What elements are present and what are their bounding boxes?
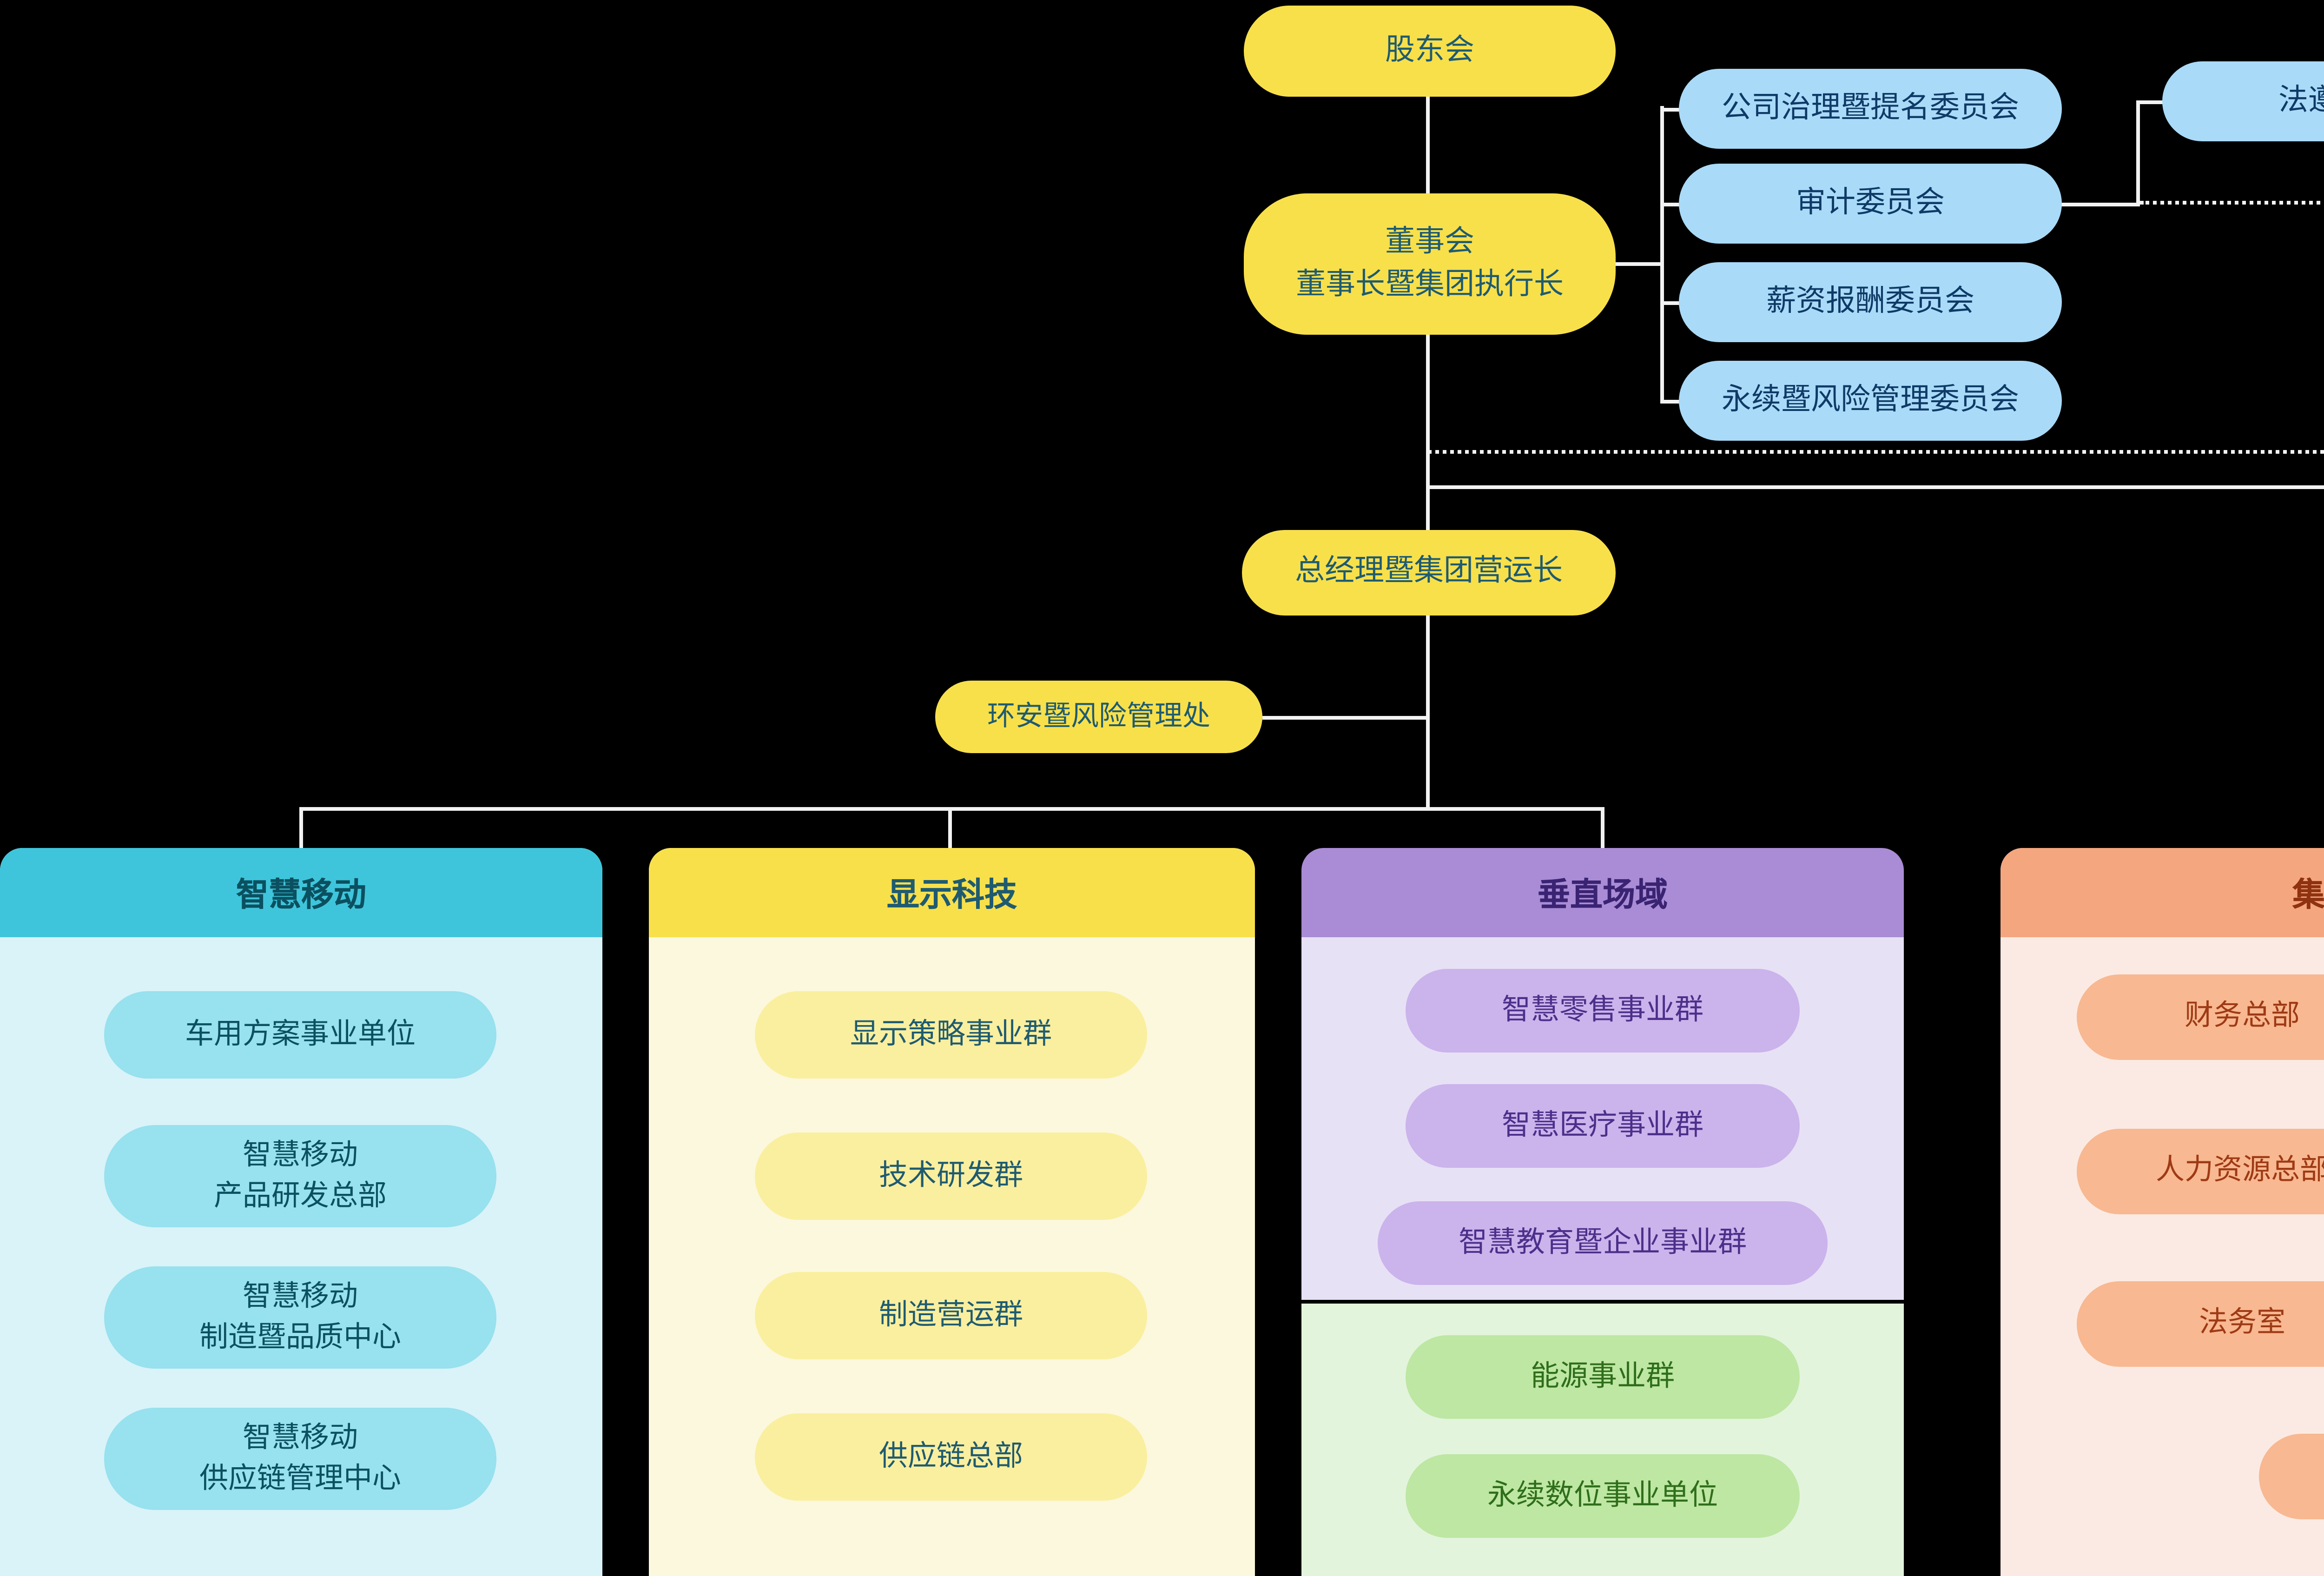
org-unit: 智慧教育暨企业事业群 xyxy=(1378,1201,1828,1285)
node-committee-governance-nomination: 公司治理暨提名委员会 xyxy=(1679,69,2062,149)
node-shareholders-meeting: 股东会 xyxy=(1244,6,1616,97)
node-committee-sustainability-risk: 永续暨风险管理委员会 xyxy=(1679,361,2062,441)
org-unit: 能源事业群 xyxy=(1406,1335,1800,1419)
connector-line xyxy=(2136,99,2140,205)
org-unit: 智慧移动 制造暨品质中心 xyxy=(104,1266,496,1369)
org-unit: 智慧移动 产品研发总部 xyxy=(104,1125,496,1227)
org-unit: 法务室 xyxy=(2077,1281,2324,1367)
org-unit: 显示策略事业群 xyxy=(755,991,1147,1079)
group-operation-support: 集团营运支援单位 财务总部 数位技术发展总部 人力资源总部 永续发展总部 法务室… xyxy=(2000,848,2324,1576)
node-committee-compensation: 薪资报酬委员会 xyxy=(1679,262,2062,342)
connector-line xyxy=(299,807,1604,811)
vertical-domains-main-section: 智慧零售事业群 智慧医疗事业群 智慧教育暨企业事业群 xyxy=(1301,937,1904,1300)
connector-line xyxy=(1660,300,1683,304)
connector-line xyxy=(2136,99,2166,103)
connector-line xyxy=(1601,807,1604,848)
org-unit-audit-office: 稽核管理处 xyxy=(2259,1434,2324,1519)
connector-line xyxy=(948,807,952,848)
connector-line xyxy=(299,807,303,848)
connector-line xyxy=(1426,485,2324,489)
connector-line xyxy=(1660,106,1664,404)
connector-line xyxy=(1426,616,1430,809)
org-unit: 车用方案事业单位 xyxy=(104,991,496,1079)
group-display-technology: 显示科技 显示策略事业群 技术研发群 制造营运群 供应链总部 xyxy=(649,848,1255,1576)
org-unit: 智慧移动 供应链管理中心 xyxy=(104,1408,496,1510)
group-vertical-domains: 垂直场域 智慧零售事业群 智慧医疗事业群 智慧教育暨企业事业群 能源事业群 永续… xyxy=(1301,848,1904,1576)
dotted-connector xyxy=(1428,449,2324,453)
connector-line xyxy=(1426,97,1430,193)
connector-line xyxy=(1660,399,1683,403)
group-title: 显示科技 xyxy=(649,848,1255,937)
connector-line xyxy=(1660,202,1683,205)
org-unit: 智慧零售事业群 xyxy=(1406,969,1800,1053)
connector-line xyxy=(1616,262,1664,266)
vertical-domains-green-section: 能源事业群 永续数位事业单位 xyxy=(1301,1304,1904,1576)
node-president-coo: 总经理暨集团营运长 xyxy=(1242,530,1616,616)
connector-line xyxy=(1660,107,1683,111)
node-committee-audit: 审计委员会 xyxy=(1679,164,2062,244)
group-title: 垂直场域 xyxy=(1301,848,1904,937)
dotted-connector xyxy=(2140,200,2324,204)
org-unit: 人力资源总部 xyxy=(2077,1129,2324,1214)
connector-line xyxy=(1262,715,1430,719)
group-title: 集团营运支援单位 xyxy=(2000,848,2324,937)
connector-line xyxy=(2058,202,2140,205)
node-ehs-risk-office: 环安暨风险管理处 xyxy=(935,681,1262,753)
org-unit: 永续数位事业单位 xyxy=(1406,1454,1800,1538)
org-unit: 制造营运群 xyxy=(755,1272,1147,1359)
org-unit: 供应链总部 xyxy=(755,1413,1147,1501)
node-chief-compliance-counsel: 法遵总顾问 xyxy=(2162,61,2324,141)
node-board-chairman: 董事会 董事长暨集团执行长 xyxy=(1244,193,1616,335)
group-title: 智慧移动 xyxy=(0,848,602,937)
org-unit: 技术研发群 xyxy=(755,1132,1147,1220)
org-unit: 智慧医疗事业群 xyxy=(1406,1084,1800,1168)
group-smart-mobility: 智慧移动 车用方案事业单位 智慧移动 产品研发总部 智慧移动 制造暨品质中心 智… xyxy=(0,848,602,1576)
org-unit: 财务总部 xyxy=(2077,974,2324,1060)
connector-line xyxy=(1426,335,1430,532)
